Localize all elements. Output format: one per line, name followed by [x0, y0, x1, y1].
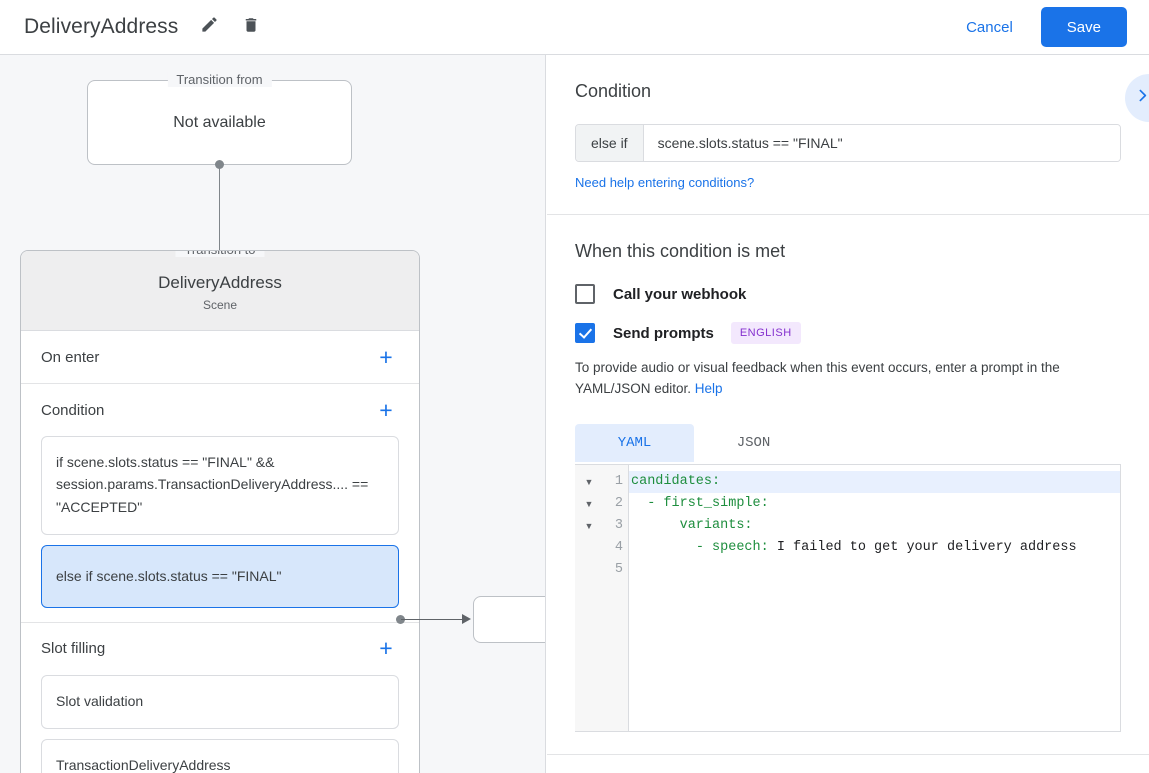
editor-code-area[interactable]: candidates: - first_simple: variants: - … [629, 465, 1120, 731]
add-on-enter-button[interactable]: + [379, 343, 393, 370]
scene-name: DeliveryAddress [158, 273, 282, 292]
transition-from-value: Not available [173, 113, 266, 131]
slot-filling-item[interactable]: Slot validation [41, 674, 399, 729]
cancel-button[interactable]: Cancel [952, 10, 1027, 45]
editor-fold-gutter[interactable]: ▼ ▼ ▼ [575, 464, 603, 731]
section-on-enter-title: On enter [41, 348, 100, 366]
page-title: DeliveryAddress [24, 15, 179, 38]
editor-line-numbers: 1 2 3 4 5 [603, 464, 629, 731]
editor-line-number: 5 [614, 561, 623, 577]
add-condition-button[interactable]: + [379, 396, 393, 423]
edit-name-button[interactable] [192, 10, 226, 44]
webhook-label: Call your webhook [613, 285, 747, 303]
scene-card: Transition to DeliveryAddress Scene On e… [20, 250, 420, 773]
fold-placeholder [575, 559, 603, 581]
send-prompts-checkbox-row[interactable]: Send prompts ENGLISH [575, 322, 1121, 344]
condition-help-link[interactable]: Need help entering conditions? [575, 175, 755, 190]
fold-toggle-icon[interactable]: ▼ [584, 498, 594, 509]
detail-condition-section: Condition else if Need help entering con… [547, 55, 1149, 215]
section-on-enter-header: On enter + [41, 331, 399, 383]
when-condition-met-title: When this condition is met [575, 241, 786, 261]
save-button[interactable]: Save [1040, 7, 1127, 47]
fold-toggle-icon[interactable]: ▼ [584, 520, 594, 531]
app-header: DeliveryAddress Cancel Save [0, 0, 1149, 55]
add-slot-filling-button[interactable]: + [379, 635, 393, 662]
trash-icon [242, 16, 260, 39]
tab-yaml[interactable]: YAML [575, 423, 694, 462]
editor-code-line[interactable] [629, 559, 1120, 581]
condition-prefix: else if [576, 125, 644, 161]
connector-dot-condition [396, 615, 405, 624]
when-condition-met-section: When this condition is met Call your web… [547, 215, 1149, 755]
transition-from-legend: Transition from [167, 72, 272, 87]
section-slot-filling-title: Slot filling [41, 640, 106, 658]
connector-line-vertical [219, 165, 220, 260]
editor-format-tabs: YAML JSON [575, 423, 1121, 462]
editor-code-line[interactable]: variants: [679, 517, 753, 533]
fold-placeholder [575, 537, 603, 559]
connector-line-horizontal [401, 619, 464, 620]
transition-from-card[interactable]: Transition from Not available [87, 72, 352, 165]
fold-toggle-icon[interactable]: ▼ [584, 476, 594, 487]
section-condition: Condition + if scene.slots.status == "FI… [21, 384, 419, 623]
prompts-hint-text: To provide audio or visual feedback when… [575, 360, 1060, 396]
section-condition-title: Condition [41, 401, 105, 419]
webhook-checkbox-row[interactable]: Call your webhook [575, 284, 1121, 304]
collapse-panel-button[interactable] [1125, 74, 1149, 122]
editor-line-number: 2 [614, 495, 623, 511]
section-slot-filling-header: Slot filling + [41, 623, 399, 675]
editor-code-line[interactable]: - first_simple: [647, 495, 769, 511]
section-slot-filling: Slot filling + Slot validation Transacti… [21, 623, 419, 773]
content-area: Transition from Not available Transition… [0, 55, 1149, 773]
condition-editor-row: else if [575, 124, 1121, 162]
language-badge: ENGLISH [730, 322, 801, 344]
editor-code-line[interactable]: - speech: I failed to get your delivery … [695, 539, 1077, 555]
prompts-help-link[interactable]: Help [694, 380, 723, 396]
tab-json[interactable]: JSON [736, 434, 771, 451]
connector-dot-from [215, 160, 224, 169]
chevron-right-icon [1134, 87, 1149, 109]
condition-item-selected[interactable]: else if scene.slots.status == "FINAL" [41, 545, 399, 608]
scene-card-header[interactable]: DeliveryAddress Scene [21, 251, 419, 331]
pencil-icon [200, 15, 219, 39]
webhook-checkbox[interactable] [575, 284, 595, 304]
prompts-hint: To provide audio or visual feedback when… [575, 358, 1121, 400]
editor-line-number: 1 [614, 473, 623, 489]
transition-to-legend: Transition to [175, 251, 265, 257]
send-prompts-checkbox[interactable] [575, 323, 595, 343]
condition-expression-input[interactable] [643, 125, 1120, 161]
slot-filling-item[interactable]: TransactionDeliveryAddress [41, 738, 399, 773]
scene-type: Scene [202, 298, 238, 312]
section-condition-header: Condition + [41, 384, 399, 436]
delete-button[interactable] [234, 10, 268, 44]
section-on-enter: On enter + [21, 331, 419, 384]
send-prompts-label: Send prompts [613, 324, 714, 342]
code-editor[interactable]: ▼ ▼ ▼ 1 2 3 4 5 candidates: - first_simple: va… [575, 463, 1121, 732]
connector-arrow-right [462, 614, 471, 624]
detail-condition-title: Condition [575, 81, 652, 101]
target-node-card[interactable] [473, 596, 545, 643]
editor-code-line[interactable]: candidates: [629, 470, 1120, 493]
detail-pane: Condition else if Need help entering con… [547, 55, 1149, 773]
graph-pane: Transition from Not available Transition… [0, 55, 546, 773]
editor-line-number: 3 [614, 517, 623, 533]
editor-line-number: 4 [614, 539, 623, 555]
condition-item[interactable]: if scene.slots.status == "FINAL" && sess… [41, 436, 399, 536]
